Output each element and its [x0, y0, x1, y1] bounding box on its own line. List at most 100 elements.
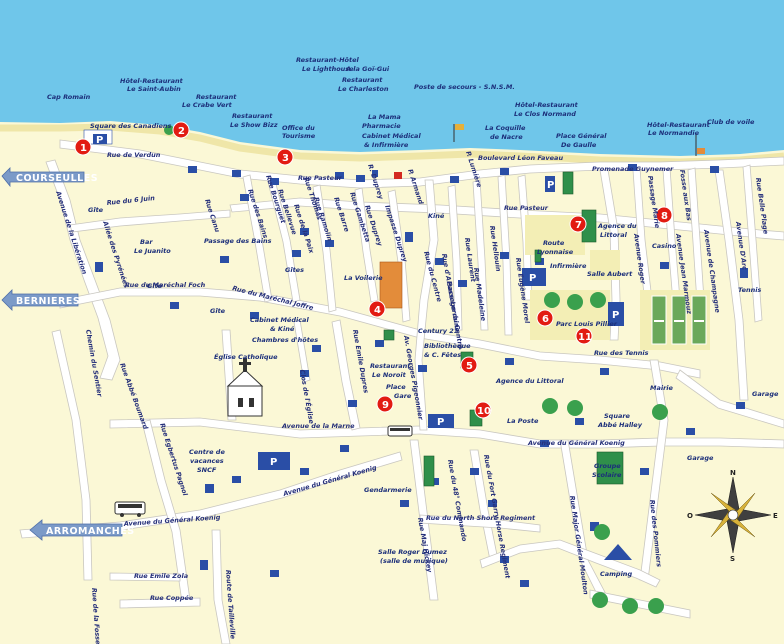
label-eglise: Église Catholique	[214, 352, 278, 361]
label-agence-littoral-2: Agence du Littoral	[495, 377, 564, 385]
parking-label: P	[612, 310, 619, 321]
marker-10[interactable]: 10	[474, 401, 492, 419]
svg-text:3: 3	[282, 153, 289, 164]
label-centre-vacances: Centre de	[189, 448, 225, 456]
marker-6[interactable]: 6	[536, 309, 554, 327]
label-office-tourisme: Tourisme	[282, 132, 316, 140]
label-bar-juanito: Bar	[140, 238, 153, 246]
street-coppee: Rue Coppée	[150, 594, 194, 602]
label-passage-bains: Passage des Bains	[204, 237, 272, 245]
street-foch: Rue du Maréchal Foch	[125, 281, 206, 289]
marker-11[interactable]: 11	[575, 327, 593, 345]
marker-3[interactable]: 3	[276, 148, 294, 166]
parking-label: P	[437, 417, 444, 428]
label-agence-littoral: Agence du	[597, 222, 637, 230]
label-cabinet-infirmiere: & Infirmière	[364, 141, 409, 149]
compass-o: O	[687, 512, 693, 520]
label-salle-dumez: Salle Roger Dumez	[378, 548, 447, 556]
camping-tent-icon	[604, 544, 632, 560]
label-normandie: Hôtel-Restaurant	[647, 121, 711, 129]
buildings	[95, 164, 748, 587]
label-charleston: Le Charleston	[338, 85, 389, 93]
marker-4[interactable]: 4	[368, 300, 386, 318]
compass-n: N	[730, 469, 736, 477]
label-charleston: Restaurant	[342, 76, 383, 84]
tennis-courts	[651, 295, 707, 345]
direction-bernieres-label: BERNIERES	[16, 296, 80, 307]
label-lighthouse: Le Lighthouse	[302, 65, 354, 73]
label-infirmiere: Infirmière	[550, 262, 587, 270]
label-garage-2: Garage	[687, 454, 714, 462]
label-garage-1: Garage	[752, 390, 779, 398]
parking-label: P	[270, 457, 277, 468]
label-club-voile: Club de voile	[707, 118, 755, 126]
parking-signs: P P P P P P	[93, 134, 624, 470]
label-clos-normand: Hôtel-Restaurant	[515, 101, 579, 109]
label-coquille: La Coquille	[485, 124, 526, 132]
marker-7[interactable]: 7	[569, 215, 587, 233]
label-noroit: Le Noroit	[372, 371, 407, 379]
street-guynemer: Promenade Guynemer	[592, 165, 674, 173]
label-la-poste: La Poste	[507, 417, 539, 425]
label-route-lyonnaise: Lyonnaise	[537, 248, 574, 256]
beach-edge	[0, 123, 784, 166]
marker-1[interactable]: 1	[74, 138, 92, 156]
label-crabe-vert: Restaurant	[196, 93, 237, 101]
label-camping: Camping	[600, 570, 632, 578]
compass-e: E	[773, 512, 778, 520]
label-cabinet-kine: & Kiné	[270, 325, 295, 333]
street-north-shore: Rue du North Shore Regiment	[426, 514, 536, 522]
compass-rose-icon: N E O S	[687, 469, 778, 563]
marker-5[interactable]: 5	[460, 356, 478, 374]
label-groupe-scolaire: Groupe	[594, 462, 621, 470]
label-la-mama: La Mama	[368, 113, 401, 121]
label-place-gaulle: Place Général	[556, 132, 607, 140]
label-la-voilerie: La Voilerie	[344, 274, 383, 282]
direction-arromanches: ARROMANCHES	[29, 519, 135, 541]
markers: 1 2 3 4 5 6 7 8 9 10 11	[74, 121, 673, 419]
label-mairie: Mairie	[650, 384, 674, 392]
label-salle-dumez: (salle de musique)	[380, 557, 448, 565]
label-cabinet-infirmiere: Cabinet Médical	[362, 132, 421, 140]
label-gite-2: Gîte	[147, 282, 163, 290]
svg-text:8: 8	[661, 211, 668, 222]
label-cabinet-kine: Cabinet Médical	[250, 316, 309, 324]
svg-text:9: 9	[382, 400, 389, 411]
trees	[164, 125, 668, 614]
label-casino: Casino	[652, 242, 677, 250]
street-pasteur: Rue Pasteur	[298, 174, 343, 182]
direction-arromanches-label: ARROMANCHES	[46, 526, 135, 537]
street-bd-faveau: Boulevard Léon Faveau	[478, 154, 563, 162]
label-office-tourisme: Office du	[282, 124, 315, 132]
label-centre-vacances: SNCF	[197, 466, 217, 474]
green-buildings	[83, 129, 624, 487]
label-chambres: Chambres d'hôtes	[252, 336, 318, 344]
snsm-post	[372, 170, 378, 177]
street-verdun: Rue de Verdun	[107, 151, 161, 159]
label-century21: Century 21	[418, 327, 458, 335]
label-coquille: de Nacre	[490, 133, 523, 141]
bus-icon	[114, 501, 146, 517]
label-show-bizz: Restaurant	[232, 112, 273, 120]
flag-icon	[453, 124, 705, 156]
label-snsm: Poste de secours - S.N.S.M.	[414, 83, 515, 91]
label-gite-1: Gîte	[88, 206, 104, 214]
label-show-bizz: Le Show Bizz	[230, 121, 278, 129]
label-bar-juanito: Le Juanito	[134, 247, 171, 255]
label-gites: Gîtes	[285, 266, 304, 274]
marker-2[interactable]: 2	[172, 121, 190, 139]
label-centre-vacances: vacances	[190, 457, 224, 465]
direction-bernieres: BERNIERES	[1, 289, 80, 311]
marker-8[interactable]: 8	[655, 206, 673, 224]
label-square-canadiens: Square des Canadiens	[90, 122, 172, 130]
label-clos-normand: Le Clos Normand	[514, 110, 576, 118]
pharmacie-building	[394, 172, 402, 179]
label-crabe-vert: Le Crabe Vert	[182, 101, 233, 109]
marker-9[interactable]: 9	[376, 395, 394, 413]
label-groupe-scolaire: Scolaire	[592, 471, 622, 479]
label-place-gaulle: De Gaulle	[561, 141, 597, 149]
svg-text:7: 7	[575, 220, 582, 231]
parking-label: P	[529, 273, 536, 284]
label-la-mama: Pharmacie	[362, 122, 401, 130]
